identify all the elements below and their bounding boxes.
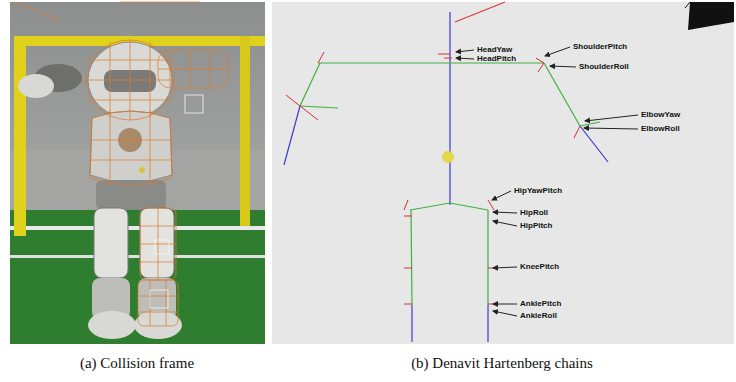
joint-label: HipYawPitch (514, 186, 562, 196)
joint-label: ElbowYaw (641, 110, 680, 120)
joint-label: HeadYaw (477, 45, 512, 55)
dh-chain-render (272, 2, 734, 344)
collision-render (10, 2, 265, 344)
joint-label: AnkleRoll (520, 311, 557, 321)
leader-arrows (456, 47, 638, 316)
joint-label: HeadPitch (477, 54, 516, 64)
joint-label: AnklePitch (520, 299, 561, 309)
joint-label: HipRoll (520, 208, 548, 218)
subfigure-caption: (a) Collision frame (80, 354, 194, 372)
joint-label: ShoulderPitch (573, 42, 627, 52)
joint-label: HipPitch (520, 221, 552, 231)
joint-label: KneePitch (520, 262, 559, 272)
subfigure-caption: (b) Denavit Hartenberg chains (411, 354, 593, 372)
joint-label: ShoulderRoll (579, 62, 629, 72)
joint-label: ElbowRoll (641, 124, 680, 134)
